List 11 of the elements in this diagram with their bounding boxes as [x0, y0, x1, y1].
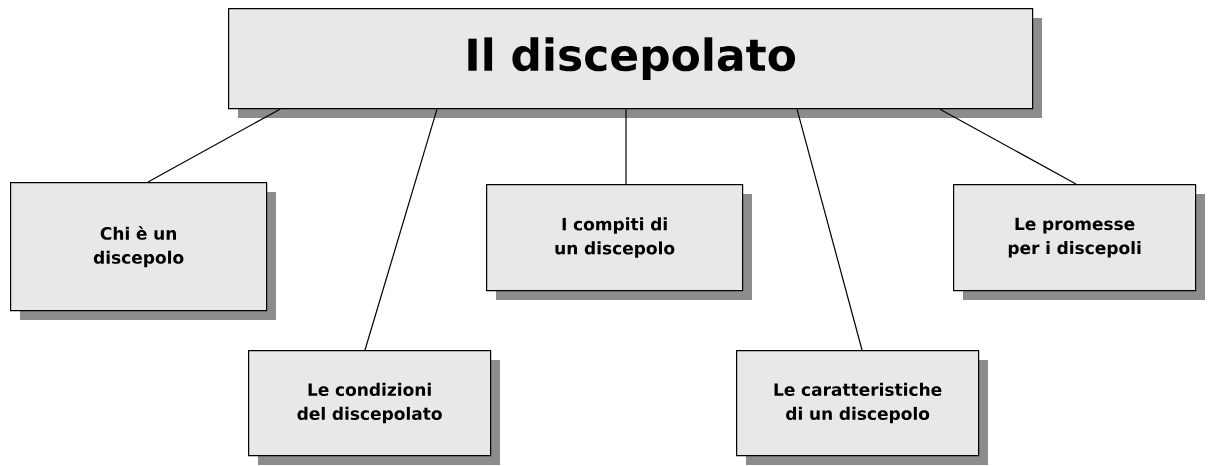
topic-box: Chi è un discepolo: [10, 182, 276, 320]
connector-line: [796, 108, 863, 351]
topic-box: Le promesse per i discepoli: [953, 184, 1205, 300]
connector-line: [364, 108, 438, 351]
topic-box: Le condizioni del discepolato: [248, 350, 500, 465]
connector-line: [625, 108, 627, 185]
topic-box: Le caratteristiche di un discepolo: [736, 350, 988, 465]
title-box: Il discepolato: [228, 8, 1042, 118]
connector-line: [939, 108, 1077, 185]
topic-box: I compiti di un discepolo: [486, 184, 752, 300]
connector-line: [147, 108, 281, 183]
